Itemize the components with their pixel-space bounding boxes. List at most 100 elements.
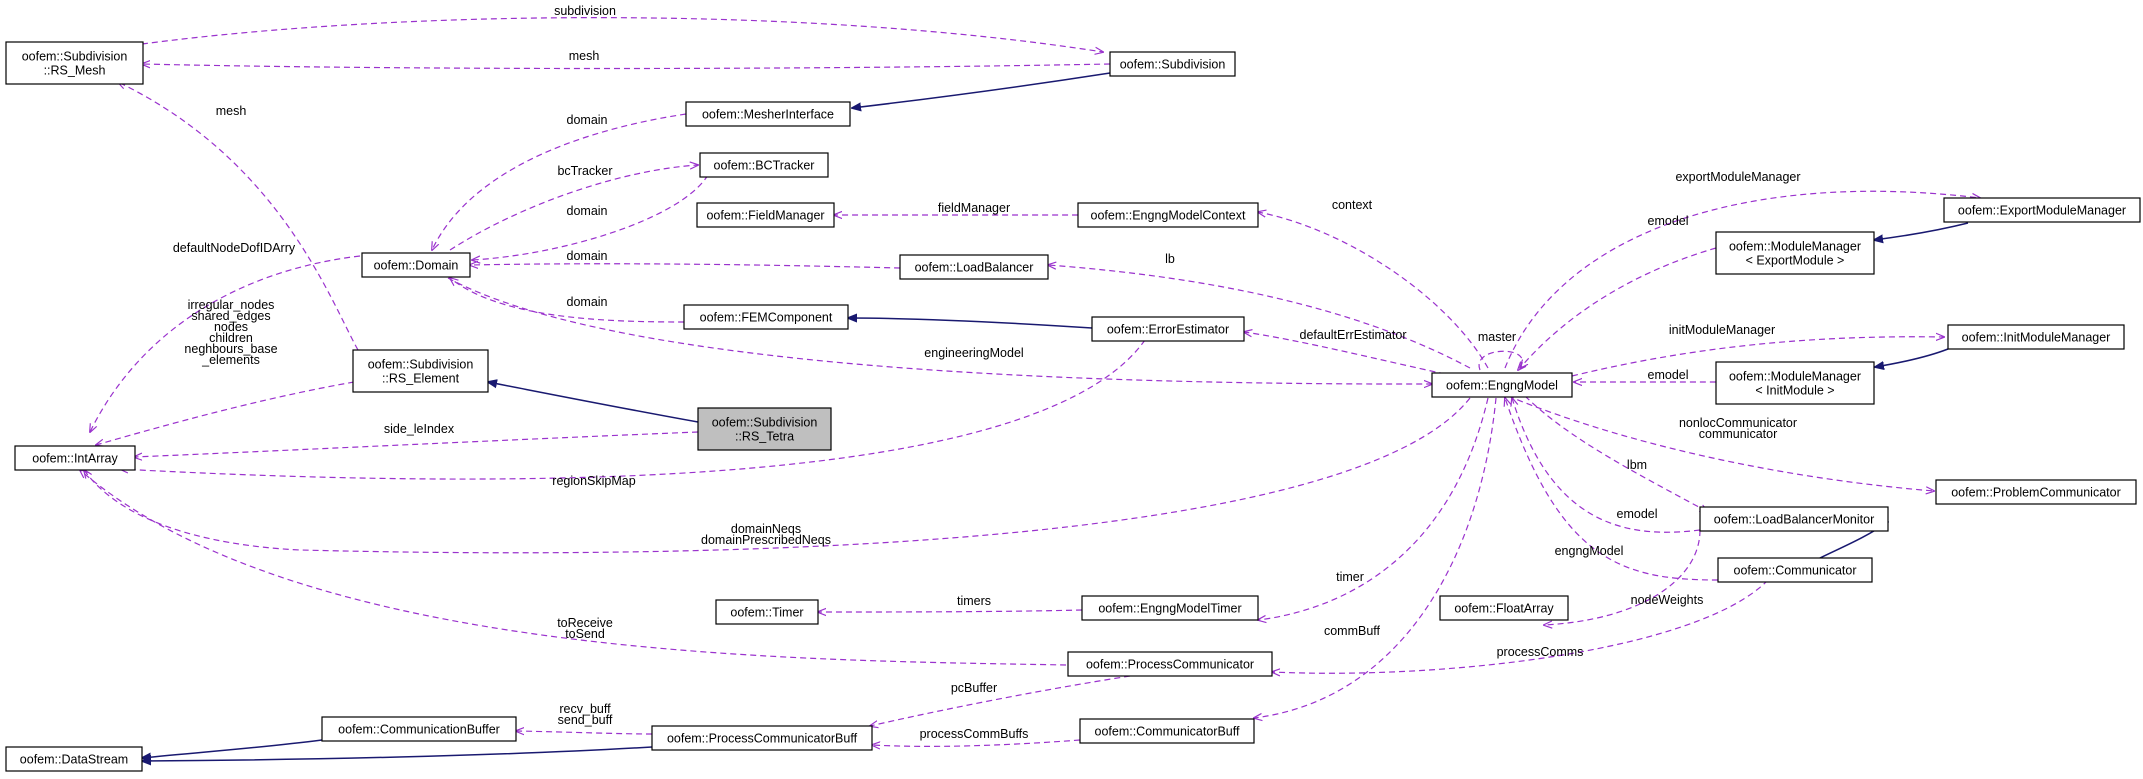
class-node-label-line: oofem::Subdivision	[22, 50, 128, 64]
class-node-communicationbuffer[interactable]: oofem::CommunicationBuffer	[321, 716, 517, 742]
edge-domain-to-bctracker	[449, 165, 698, 251]
edge-label-line: subdivision	[554, 4, 616, 18]
edge-initmm-to-mminit	[1875, 348, 1949, 367]
class-node-fieldmanager[interactable]: oofem::FieldManager	[696, 202, 835, 228]
class-node-label: oofem::LoadBalancer	[915, 261, 1034, 275]
edge-engngmodel-to-communicatorbuff	[1254, 397, 1497, 718]
class-node-intarray[interactable]: oofem::IntArray	[14, 445, 136, 471]
edge-label: mesh	[569, 49, 600, 63]
edge-label-line: master	[1478, 330, 1516, 344]
edge-label: defaultErrEstimator	[1300, 328, 1407, 342]
class-node-label-line: oofem::Subdivision	[1120, 58, 1226, 72]
edge-label: commBuff	[1324, 624, 1381, 638]
class-node-initmodulemanager[interactable]: oofem::InitModuleManager	[1947, 324, 2125, 350]
class-node-label: oofem::FloatArray	[1454, 602, 1554, 616]
edge-domain-to-engngmodel	[447, 277, 1432, 384]
edge-label-line: mesh	[216, 104, 247, 118]
edge-label-line: nonlocCommunicator	[1679, 416, 1797, 430]
edge-label: exportModuleManager	[1675, 170, 1800, 184]
class-node-label: oofem::FieldManager	[706, 209, 824, 223]
edge-processcommunicator-to-intarray	[80, 470, 1067, 666]
class-node-loadbalancermonitor[interactable]: oofem::LoadBalancerMonitor	[1699, 506, 1889, 532]
edge-rsmesh-to-subdivision	[141, 17, 1103, 52]
class-node-floatarray[interactable]: oofem::FloatArray	[1439, 595, 1569, 621]
class-node-label-line: oofem::ModuleManager	[1729, 240, 1861, 254]
class-node-label-line: ::RS_Element	[382, 372, 460, 386]
edge-label-line: mesh	[569, 49, 600, 63]
class-node-label: oofem::Communicator	[1734, 564, 1857, 578]
class-node-engngmodel[interactable]: oofem::EngngModel	[1431, 372, 1573, 398]
edge-label-line: _elements	[201, 353, 260, 367]
class-node-problemcommunicator[interactable]: oofem::ProblemCommunicator	[1935, 479, 2137, 505]
class-node-processcommunicatorbuff[interactable]: oofem::ProcessCommunicatorBuff	[651, 725, 873, 751]
edge-processcommunicator-to-processcommunicatorbuff	[870, 675, 1131, 726]
class-node-mesherinterface[interactable]: oofem::MesherInterface	[685, 101, 851, 127]
class-node-label: oofem::IntArray	[32, 452, 118, 466]
edge-label: context	[1332, 198, 1373, 212]
inheritance-edges	[142, 72, 1969, 761]
class-node-label: oofem::Subdivision::RS_Tetra	[712, 416, 818, 444]
class-node-processcommunicator[interactable]: oofem::ProcessCommunicator	[1067, 651, 1273, 677]
edge-label-line: regionSkipMap	[552, 474, 635, 488]
class-node-rs-mesh[interactable]: oofem::Subdivision::RS_Mesh	[5, 41, 144, 85]
class-node-datastream[interactable]: oofem::DataStream	[5, 746, 143, 772]
class-node-label: oofem::EngngModelContext	[1091, 209, 1246, 223]
edge-label: regionSkipMap	[552, 474, 635, 488]
class-node-timer[interactable]: oofem::Timer	[715, 599, 819, 625]
class-node-label: oofem::Subdivision::RS_Element	[368, 358, 474, 386]
class-node-label-line: oofem::EngngModelTimer	[1098, 602, 1241, 616]
class-node-label-line: oofem::FloatArray	[1454, 602, 1554, 616]
class-node-label: oofem::EngngModelTimer	[1098, 602, 1241, 616]
class-node-communicatorbuff[interactable]: oofem::CommunicatorBuff	[1079, 718, 1255, 744]
class-node-communicator[interactable]: oofem::Communicator	[1717, 557, 1873, 583]
class-node-errorestimator[interactable]: oofem::ErrorEstimator	[1091, 316, 1245, 342]
edge-engngmodel-to-loadbalancer	[1048, 265, 1471, 369]
class-node-label: oofem::CommunicatorBuff	[1095, 725, 1240, 739]
class-node-exportmodulemanager[interactable]: oofem::ExportModuleManager	[1943, 197, 2141, 223]
class-node-engngmodeltimer[interactable]: oofem::EngngModelTimer	[1081, 595, 1259, 621]
edge-label-line: send_buff	[558, 713, 613, 727]
class-node-modulemanager-init[interactable]: oofem::ModuleManager< InitModule >	[1715, 361, 1875, 405]
edge-label: emodel	[1648, 368, 1689, 382]
edge-labels: subdivision mesh mesh domain bcTracker d…	[173, 4, 1801, 741]
class-node-subdivision[interactable]: oofem::Subdivision	[1109, 51, 1236, 77]
edge-label: processComms	[1497, 645, 1584, 659]
class-node-rs-element[interactable]: oofem::Subdivision::RS_Element	[352, 349, 489, 393]
class-node-domain[interactable]: oofem::Domain	[361, 252, 471, 278]
edge-engngmodel-to-initmm	[1571, 337, 1944, 377]
class-node-label-line: oofem::ExportModuleManager	[1958, 204, 2126, 218]
class-node-label-line: oofem::DataStream	[20, 753, 128, 767]
class-node-loadbalancer[interactable]: oofem::LoadBalancer	[899, 254, 1049, 280]
edge-rstetra-to-intarray	[134, 431, 699, 457]
class-node-label: oofem::DataStream	[20, 753, 128, 767]
edge-label-line: domainPrescribedNeqs	[701, 533, 831, 547]
class-node-femcomponent[interactable]: oofem::FEMComponent	[683, 304, 849, 330]
class-nodes: oofem::Subdivision::RS_Mesh oofem::Subdi…	[5, 41, 2141, 772]
edge-label: timer	[1336, 570, 1364, 584]
edge-subdivision-to-mesherinterface	[852, 72, 1111, 108]
edge-engngmodel-to-exportmm	[1504, 190, 1980, 369]
edge-loadbalancer-to-domain	[470, 264, 901, 268]
edge-loadbalancermonitor-to-floatarray	[1544, 529, 1701, 625]
edge-label: fieldManager	[938, 201, 1010, 215]
class-node-label-line: oofem::InitModuleManager	[1962, 331, 2111, 345]
edge-label: engineeringModel	[924, 346, 1023, 360]
edge-label-line: domain	[567, 113, 608, 127]
edge-engngmodel-to-engngmodeltimer	[1258, 397, 1489, 620]
edge-label: side_leIndex	[384, 422, 455, 436]
edge-label: emodel	[1648, 214, 1689, 228]
edge-label-line: timers	[957, 594, 991, 608]
edge-label-line: nodeWeights	[1631, 593, 1704, 607]
edge-label-line: initModuleManager	[1669, 323, 1775, 337]
class-node-label-line: oofem::EngngModelContext	[1091, 209, 1246, 223]
class-node-engngmodelcontext[interactable]: oofem::EngngModelContext	[1077, 202, 1259, 228]
class-node-rs-tetra[interactable]: oofem::Subdivision::RS_Tetra	[697, 407, 832, 451]
class-node-label: oofem::ModuleManager< InitModule >	[1729, 370, 1861, 398]
class-node-bctracker[interactable]: oofem::BCTracker	[699, 152, 829, 178]
class-node-modulemanager-export[interactable]: oofem::ModuleManager< ExportModule >	[1715, 231, 1875, 275]
edge-label-line: toSend	[565, 627, 605, 641]
